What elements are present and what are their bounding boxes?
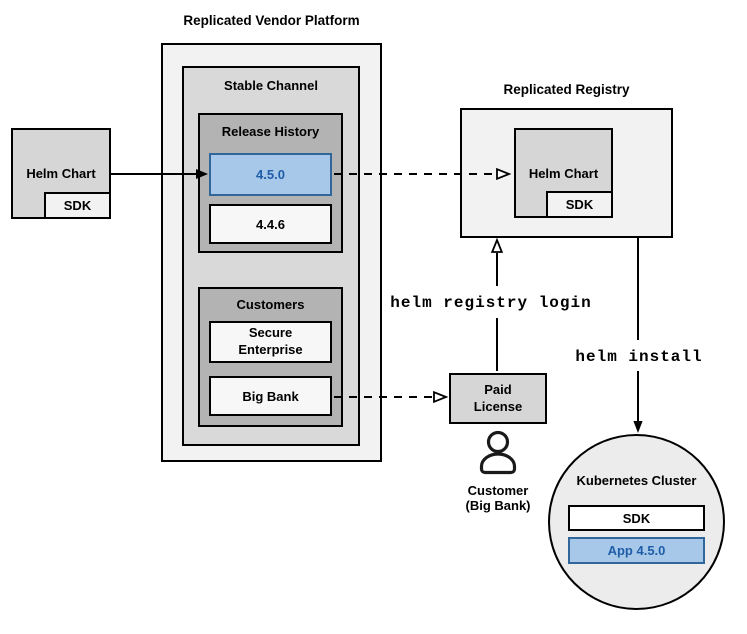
release-history-label: Release History — [221, 124, 320, 139]
paid-license-box: Paid License — [449, 373, 547, 424]
vendor-helm-chart-sdk-box: SDK — [44, 192, 111, 219]
cluster-sdk-box: SDK — [568, 505, 705, 531]
customer-item-big-bank: Big Bank — [209, 376, 332, 416]
command-helm-registry-login: helm registry login — [390, 294, 592, 312]
release-item-450: 4.5.0 — [209, 153, 332, 196]
release-item-446: 4.4.6 — [209, 204, 332, 244]
kubernetes-cluster-title: Kubernetes Cluster — [576, 473, 697, 488]
person-icon — [479, 430, 517, 475]
stable-channel-label: Stable Channel — [224, 78, 318, 93]
cluster-app-box: App 4.5.0 — [568, 537, 705, 564]
customers-label: Customers — [236, 297, 305, 312]
platform-title: Replicated Vendor Platform — [183, 13, 360, 28]
command-helm-install: helm install — [575, 348, 703, 366]
arrow-registry-to-cluster — [633, 238, 643, 433]
customer-item-secure-enterprise: Secure Enterprise — [209, 321, 332, 363]
registry-helm-chart-sdk-box: SDK — [546, 191, 613, 218]
customer-label-line2: (Big Bank) — [465, 498, 531, 513]
customer-item-label: Secure Enterprise — [238, 325, 303, 357]
paid-license-label: Paid License — [473, 381, 523, 414]
customer-label: Customer (Big Bank) — [443, 483, 553, 513]
registry-title: Replicated Registry — [503, 82, 630, 97]
customer-label-line1: Customer — [467, 483, 529, 498]
